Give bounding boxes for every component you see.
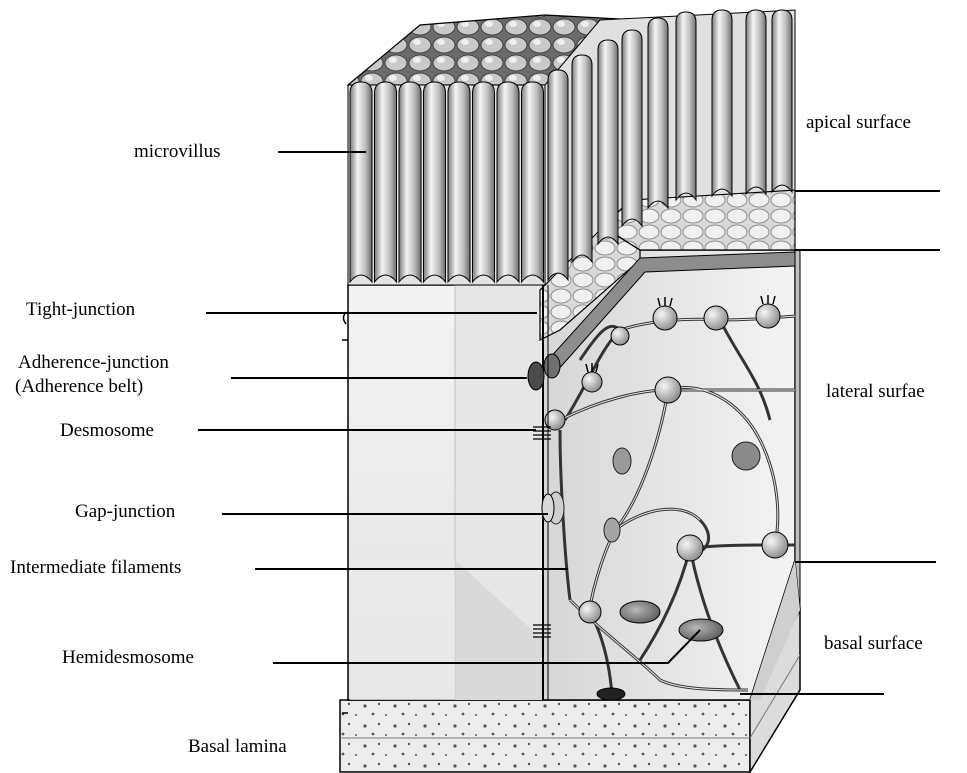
microvillus-column [522, 82, 544, 282]
microvillus-column [375, 82, 397, 282]
label-basal-surface: basal surface [824, 633, 923, 655]
microvillus-column [424, 82, 446, 282]
left-cell-body [348, 285, 543, 700]
microvilli-left [348, 82, 545, 285]
label-adherence-belt: (Adherence belt) [15, 376, 143, 398]
label-gap-junction: Gap-junction [75, 501, 175, 523]
edge-ticks [342, 312, 348, 713]
microvillus-column [399, 82, 421, 282]
microvillus-column [772, 10, 792, 192]
label-adherence-junction: Adherence-junction [18, 352, 169, 374]
microvillus-column [497, 82, 519, 282]
microvillus-column [676, 12, 696, 200]
label-desmosome: Desmosome [60, 420, 154, 442]
microvillus-column [572, 55, 592, 262]
label-lateral-surface: lateral surfae [826, 381, 925, 403]
microvillus-column [712, 10, 732, 196]
microvillus-column [648, 18, 668, 208]
microvillus-column [746, 10, 766, 194]
microvillus-column [598, 40, 618, 244]
label-intermediate-filaments: Intermediate filaments [10, 557, 181, 579]
label-apical-surface: apical surface [806, 112, 911, 134]
microvillus-column [548, 70, 568, 280]
label-hemidesmosome: Hemidesmosome [62, 647, 194, 669]
microvillus-column [350, 82, 372, 282]
microvillus-column [473, 82, 495, 282]
microvillus-column [622, 30, 642, 226]
label-microvillus: microvillus [134, 141, 221, 163]
label-tight-junction: Tight-junction [26, 299, 135, 321]
microvillus-column [448, 82, 470, 282]
label-basal-lamina: Basal lamina [188, 736, 287, 758]
